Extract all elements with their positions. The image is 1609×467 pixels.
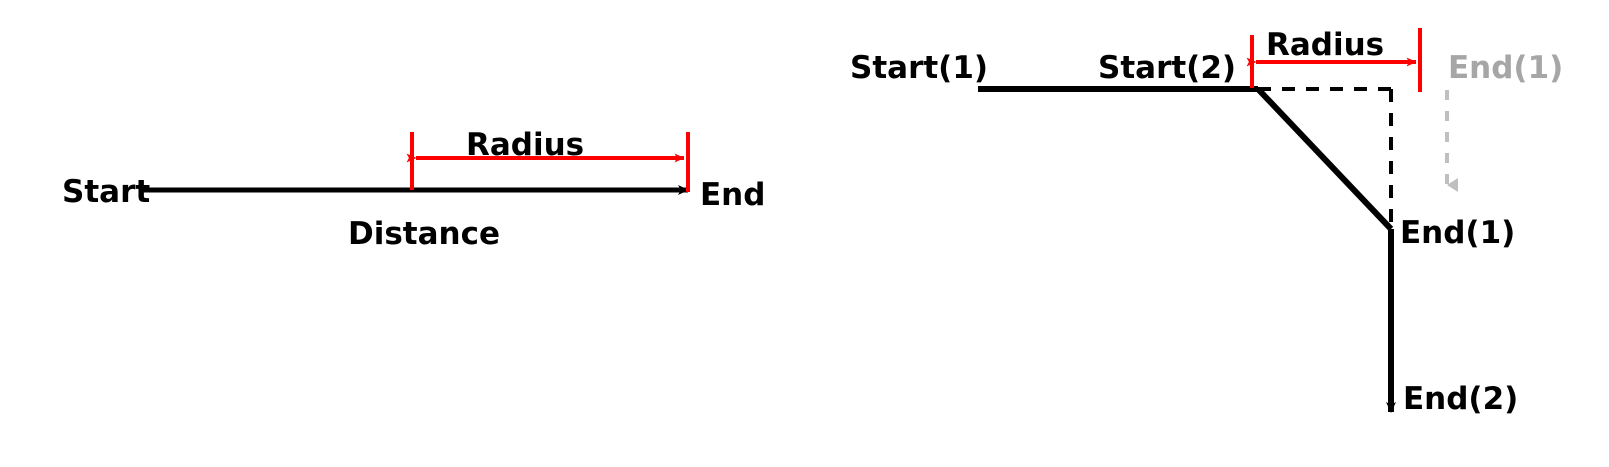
label-distance: Distance [348, 216, 500, 252]
label-radius-right: Radius [1266, 27, 1384, 63]
label-end: End [700, 177, 765, 213]
label-start: Start [62, 174, 150, 210]
label-end-1: End(1) [1400, 215, 1515, 251]
label-start-2: Start(2) [1098, 50, 1236, 86]
left-panel: Start End Distance Radius [62, 127, 765, 252]
label-radius-left: Radius [466, 127, 584, 163]
segment-chamfer-diagonal [1255, 86, 1394, 232]
right-panel: Start(1) Start(2) End(1) End(1) End(2) R… [850, 27, 1563, 417]
label-end-1-ghost: End(1) [1448, 50, 1563, 86]
label-start-1: Start(1) [850, 50, 988, 86]
label-end-2: End(2) [1403, 381, 1518, 417]
